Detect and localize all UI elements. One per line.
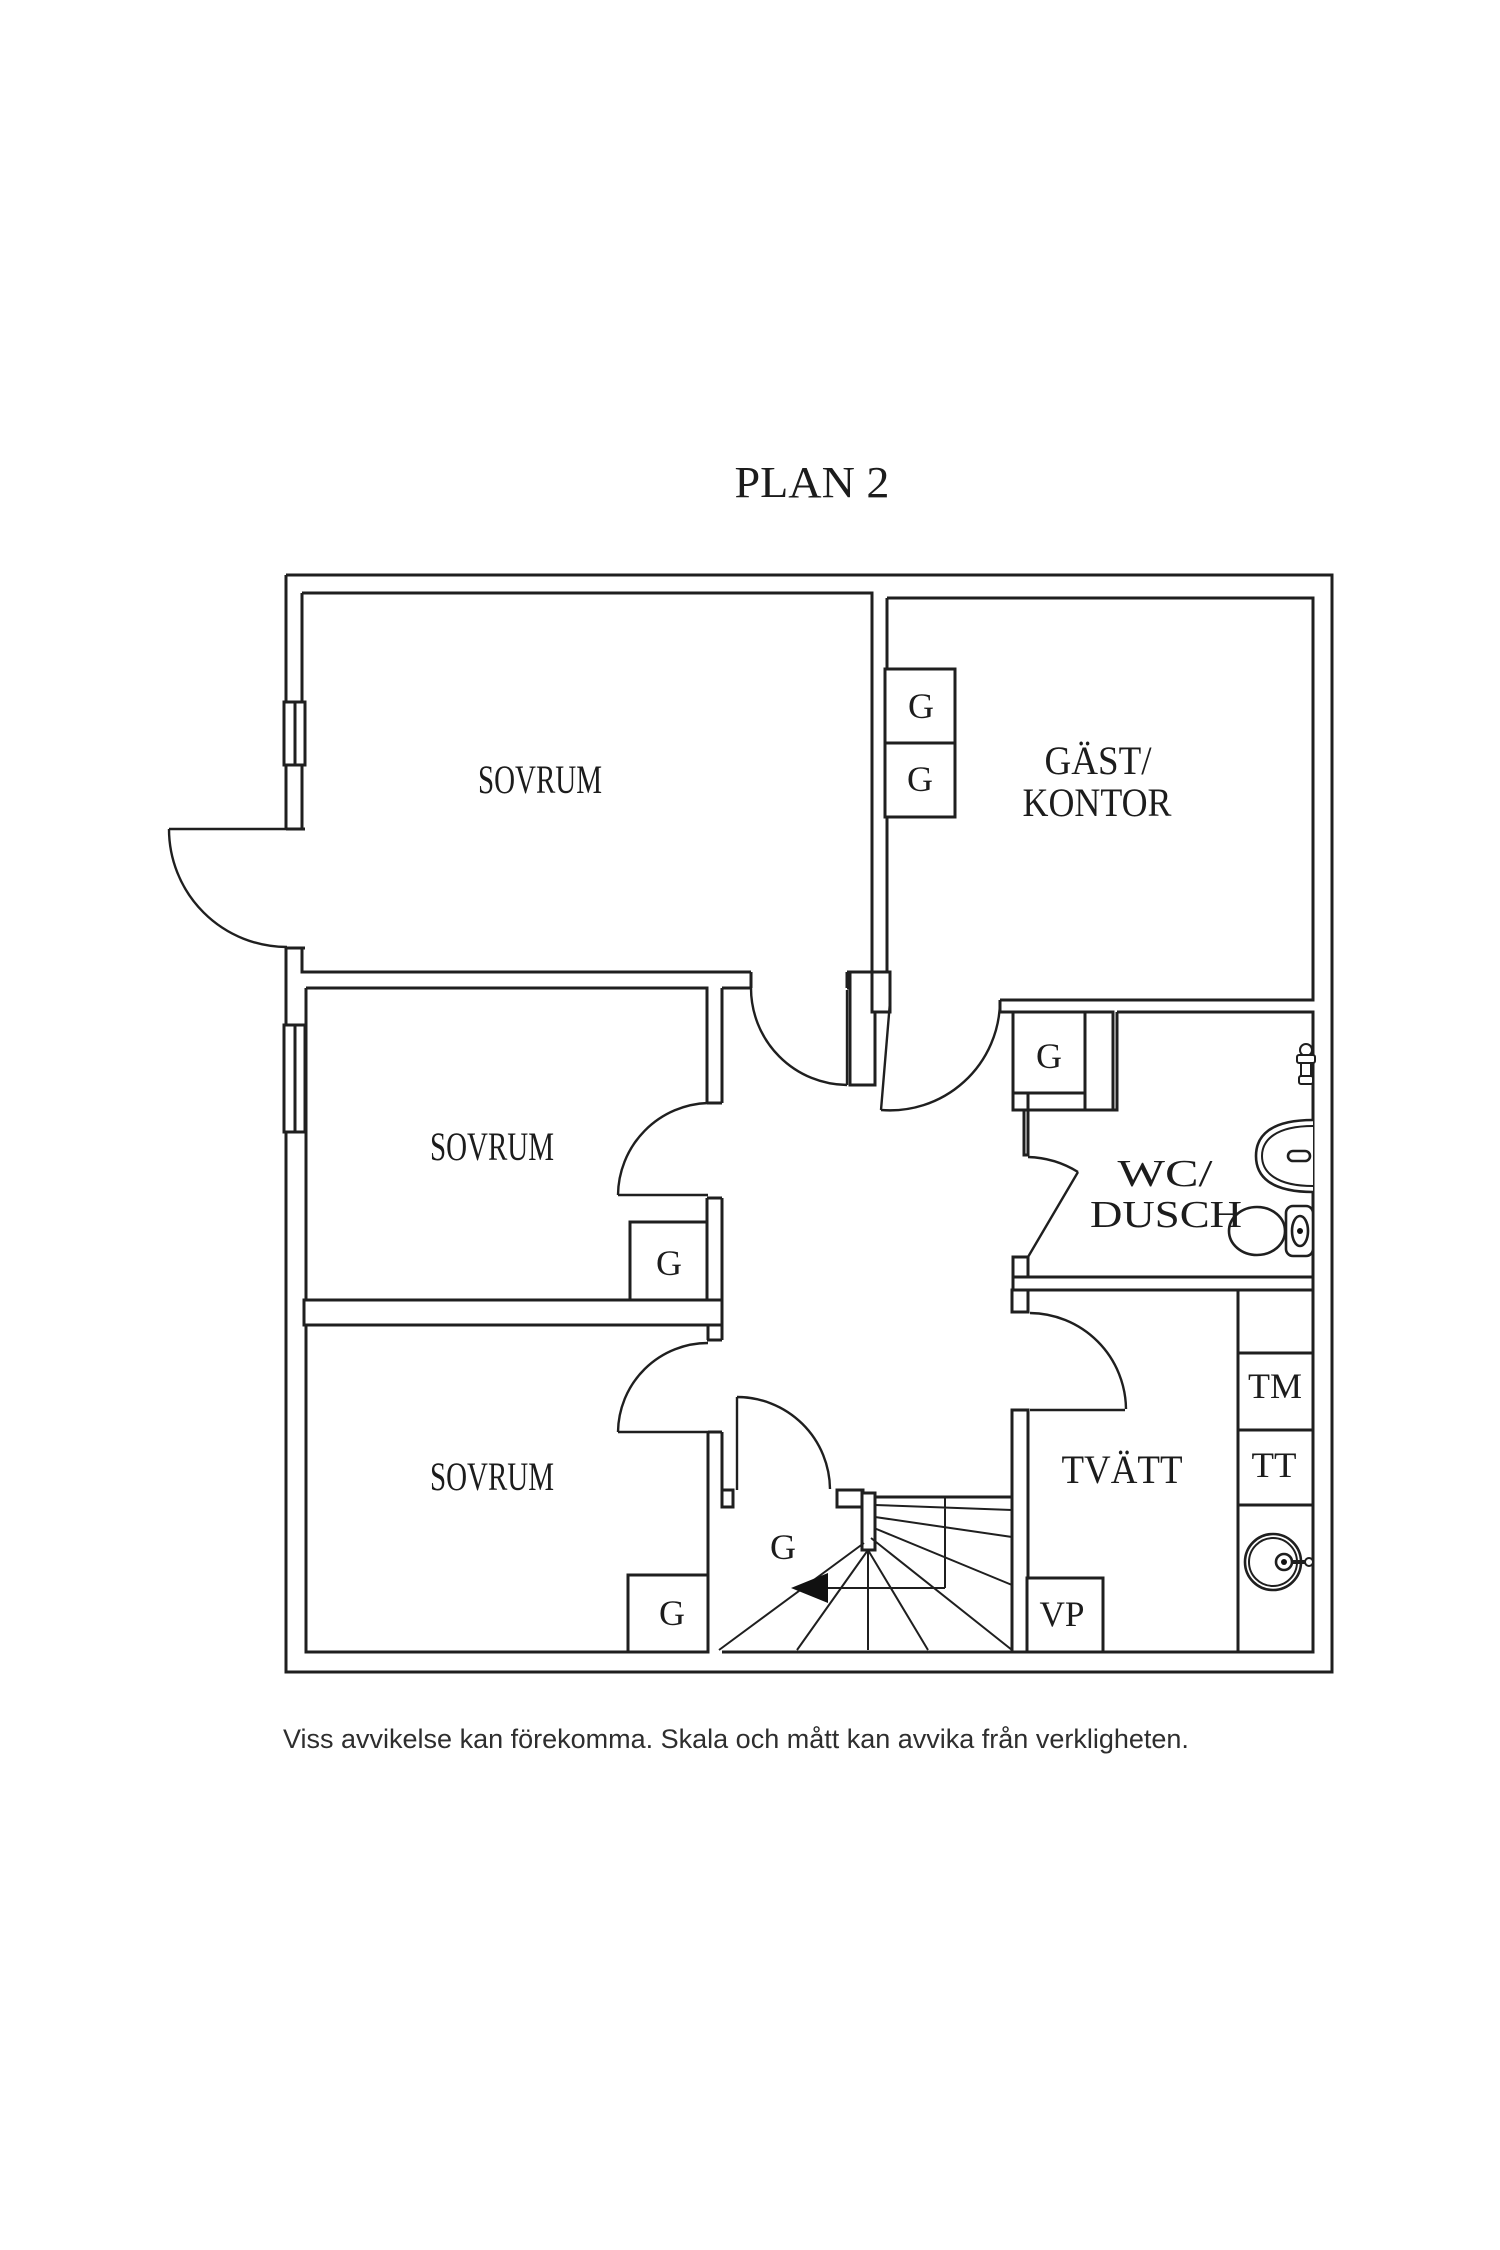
- label-washing-machine: TM: [1248, 1366, 1302, 1406]
- room-label-bedroom-top: SOVRUM: [478, 757, 602, 802]
- room-label-wc-line1: WC/: [1118, 1153, 1214, 1195]
- tumble-dryer-box: [1236, 1428, 1315, 1507]
- staircase: [718, 1491, 1013, 1654]
- wc-fixtures: [1227, 1043, 1316, 1258]
- sink-icon: [1254, 1118, 1314, 1194]
- stair-newel: [860, 1491, 877, 1552]
- door-bedroom-middle: [616, 1101, 709, 1197]
- door-guest-office: [879, 1001, 1002, 1112]
- page-title: PLAN 2: [735, 458, 890, 507]
- window-icon: [282, 700, 307, 767]
- room-label-guest-office-line1: GÄST/: [1045, 738, 1153, 783]
- appliance-box-empty: [1236, 1288, 1315, 1355]
- room-label-bedroom-bottom: SOVRUM: [430, 1454, 554, 1499]
- room-walls: [300, 591, 1315, 1654]
- stair-direction-arrow-icon: [791, 1573, 828, 1603]
- wardrobe-box-middle-bedroom: [628, 1220, 709, 1302]
- shower-tap-icon: [1296, 1043, 1316, 1085]
- washing-machine-box: [1236, 1351, 1315, 1432]
- wardrobe-box-bottom-bedroom: [626, 1573, 710, 1654]
- label-wardrobe-guest-2: G: [907, 759, 933, 799]
- wardrobe-box-hall: [1011, 1010, 1087, 1095]
- room-label-bedroom-middle: SOVRUM: [430, 1124, 554, 1169]
- toilet-icon: [1227, 1204, 1315, 1258]
- door-laundry: [1029, 1311, 1128, 1412]
- laundry-fixtures: [1243, 1532, 1314, 1592]
- door-wc: [1026, 1155, 1080, 1258]
- label-wardrobe-guest-1: G: [908, 686, 934, 726]
- room-label-laundry: TVÄTT: [1062, 1447, 1183, 1492]
- label-wardrobe-under-stairs: G: [770, 1527, 796, 1567]
- door-stair-closet: [735, 1395, 832, 1490]
- wc-walls: [1026, 1010, 1315, 1279]
- wardrobe-box-guest-2: [883, 741, 957, 819]
- label-wardrobe-hall: G: [1036, 1036, 1062, 1076]
- door-bedroom-bottom: [616, 1341, 709, 1434]
- wardrobe-box-guest-1: [883, 667, 957, 745]
- door-exterior: [167, 827, 288, 949]
- label-wardrobe-middle-bedroom: G: [656, 1243, 682, 1283]
- room-label-guest-office-line2: KONTOR: [1023, 780, 1172, 825]
- doors: [167, 827, 1128, 1490]
- laundry-sink-icon: [1243, 1532, 1314, 1592]
- text-labels: PLAN 2 SOVRUM GÄST/ KONTOR SOVRUM SOVRUM…: [283, 458, 1302, 1754]
- stair-treads: [718, 1497, 1013, 1651]
- label-tumble-dryer: TT: [1252, 1445, 1297, 1485]
- windows: [282, 700, 307, 1134]
- label-heating-unit: VP: [1040, 1594, 1085, 1634]
- room-label-wc-line2: DUSCH: [1090, 1194, 1242, 1236]
- label-wardrobe-bottom-bedroom: G: [659, 1593, 685, 1633]
- window-icon: [282, 1023, 307, 1134]
- disclaimer-text: Viss avvikelse kan förekomma. Skala och …: [283, 1724, 1189, 1754]
- door-bedroom-top: [749, 987, 849, 1087]
- heating-unit-box: [1025, 1576, 1105, 1654]
